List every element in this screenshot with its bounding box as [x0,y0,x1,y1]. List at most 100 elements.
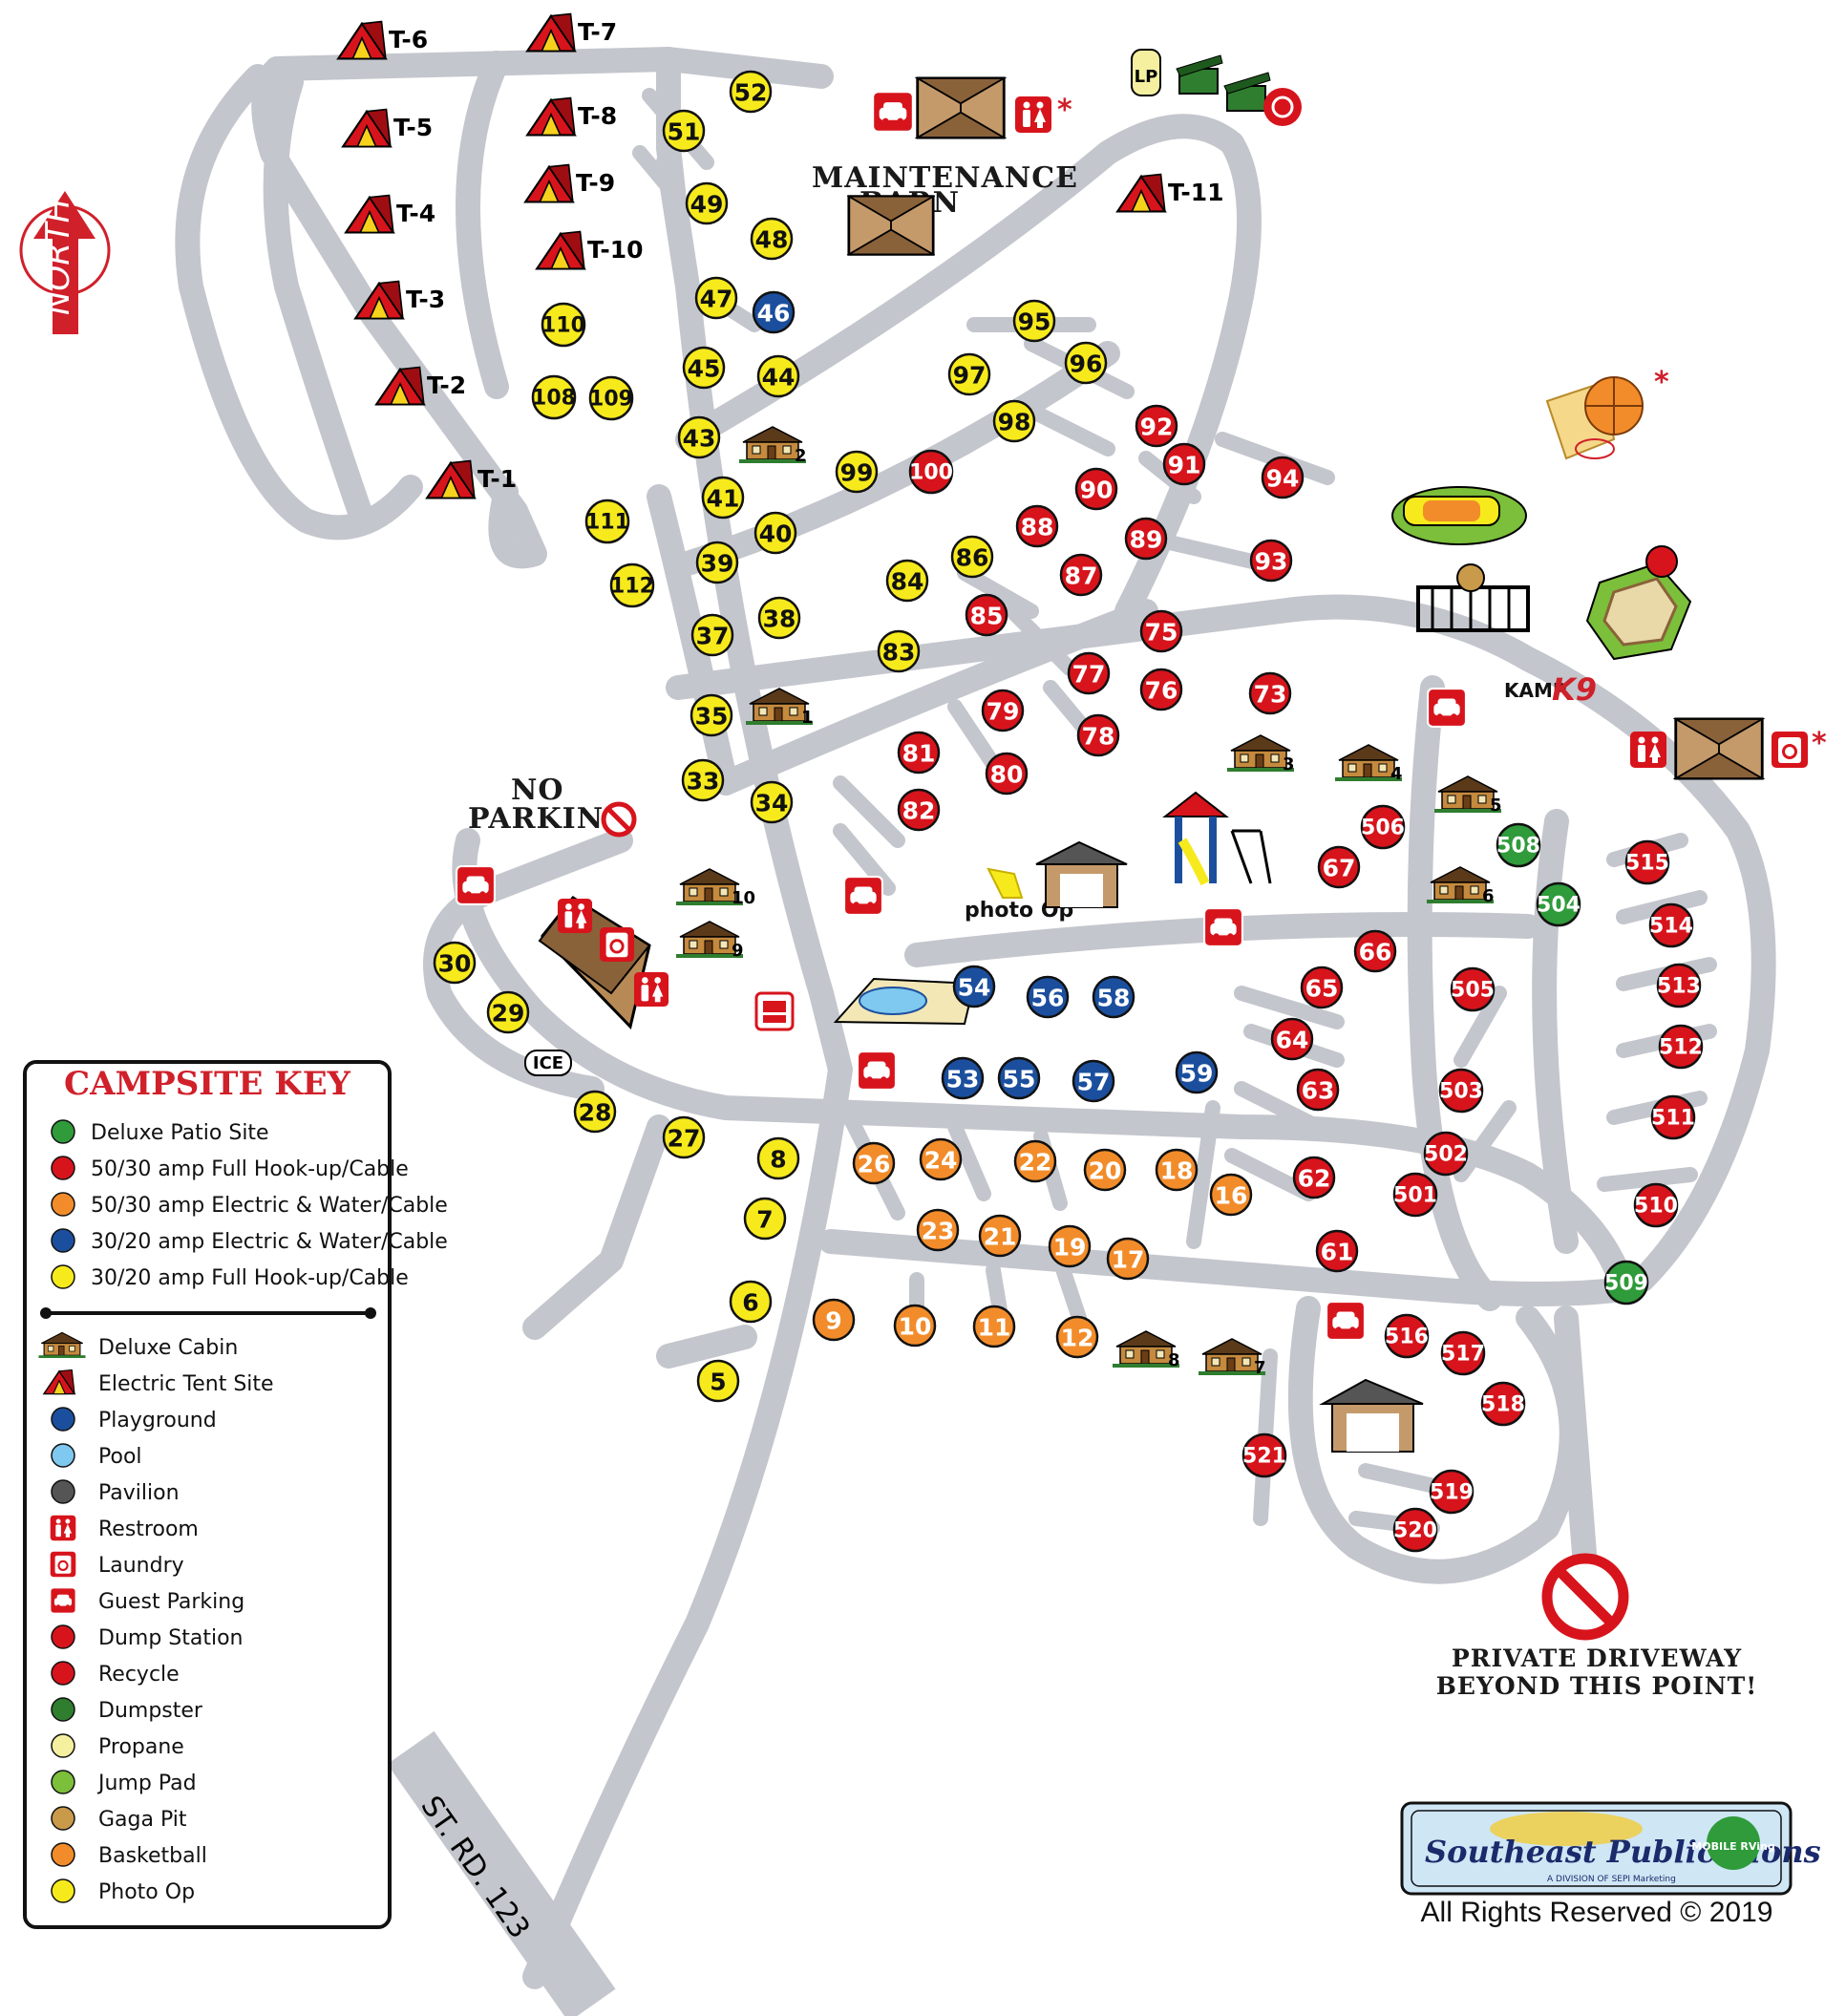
campsite-marker[interactable]: 49 [685,181,729,225]
campsite-marker[interactable]: 41 [701,476,745,520]
campsite-marker[interactable]: 9 [812,1298,856,1342]
campsite-marker[interactable]: 18 [1155,1148,1199,1192]
campsite-marker[interactable]: 11 [972,1305,1016,1348]
campsite-marker[interactable]: 46 [752,290,796,334]
cabin[interactable]: 3 [1227,734,1295,775]
campsite-marker[interactable]: 516 [1384,1313,1430,1359]
campsite-marker[interactable]: 80 [985,752,1029,796]
tent-site[interactable]: T-3 [354,280,445,320]
cabin[interactable]: 4 [1335,744,1403,784]
campsite-marker[interactable]: 90 [1074,467,1118,511]
campsite-marker[interactable]: 37 [690,613,734,657]
campsite-marker[interactable]: 22 [1013,1139,1057,1183]
cabin[interactable]: 5 [1434,775,1502,816]
campsite-marker[interactable]: 502 [1423,1131,1469,1177]
campsite-marker[interactable]: 111 [584,499,630,544]
cabin[interactable]: 10 [676,868,755,908]
campsite-marker[interactable]: 95 [1012,299,1056,343]
campsite-marker[interactable]: 64 [1270,1017,1314,1061]
campsite-marker[interactable]: 508 [1496,822,1541,868]
campsite-marker[interactable]: 16 [1209,1173,1253,1217]
tent-site[interactable]: T-10 [536,230,644,270]
campsite-marker[interactable]: 503 [1438,1068,1484,1114]
tent-site[interactable]: T-9 [524,163,615,203]
campsite-marker[interactable]: 112 [609,562,655,608]
cabin[interactable]: 6 [1427,866,1495,906]
campsite-marker[interactable]: 29 [486,990,530,1034]
campsite-marker[interactable]: 30 [433,941,477,985]
campsite-marker[interactable]: 56 [1026,975,1070,1019]
campsite-marker[interactable]: 53 [941,1056,985,1100]
campsite-marker[interactable]: 506 [1360,804,1406,850]
cabin[interactable]: 2 [739,426,807,466]
campsite-marker[interactable]: 59 [1175,1050,1219,1094]
campsite-marker[interactable]: 519 [1429,1469,1475,1515]
campsite-marker[interactable]: 78 [1076,713,1120,757]
campsite-marker[interactable]: 7 [743,1197,787,1241]
campsite-marker[interactable]: 67 [1317,845,1361,889]
campsite-marker[interactable]: 23 [916,1208,960,1252]
campsite-marker[interactable]: 65 [1300,966,1344,1009]
campsite-marker[interactable]: 63 [1296,1068,1340,1112]
campsite-marker[interactable]: 24 [919,1137,963,1181]
campsite-marker[interactable]: 51 [662,109,706,153]
campsite-marker[interactable]: 40 [753,511,797,555]
campsite-marker[interactable]: 48 [750,217,794,261]
campsite-marker[interactable]: 12 [1055,1315,1099,1359]
tent-site[interactable]: T-1 [426,459,517,499]
tent-site[interactable]: T-7 [526,12,617,53]
campsite-marker[interactable]: 88 [1015,504,1059,548]
campsite-marker[interactable]: 54 [952,965,996,1008]
cabin[interactable]: 8 [1113,1330,1180,1370]
campsite-marker[interactable]: 510 [1633,1182,1679,1228]
campsite-marker[interactable]: 6 [729,1280,773,1324]
cabin[interactable]: 9 [676,921,744,961]
campsite-marker[interactable]: 10 [893,1304,937,1348]
campsite-marker[interactable]: 110 [541,302,586,348]
campsite-marker[interactable]: 73 [1248,671,1292,715]
campsite-marker[interactable]: 8 [756,1136,800,1180]
campsite-marker[interactable]: 27 [662,1115,706,1159]
campsite-marker[interactable]: 82 [897,788,941,832]
campsite-marker[interactable]: 66 [1353,929,1397,973]
campsite-marker[interactable]: 55 [997,1056,1041,1100]
tent-site[interactable]: T-4 [345,194,435,234]
campsite-marker[interactable]: 517 [1440,1330,1486,1376]
campsite-marker[interactable]: 505 [1450,966,1496,1012]
tent-site[interactable]: T-11 [1116,173,1224,213]
campsite-marker[interactable]: 86 [950,535,994,579]
campsite-marker[interactable]: 96 [1064,341,1108,385]
tent-site[interactable]: T-6 [337,20,428,60]
campsite-marker[interactable]: 77 [1067,651,1111,695]
campsite-marker[interactable]: 19 [1048,1224,1092,1268]
campsite-marker[interactable]: 61 [1315,1229,1359,1273]
campsite-marker[interactable]: 75 [1139,609,1183,653]
campsite-marker[interactable]: 35 [690,693,733,737]
campsite-marker[interactable]: 109 [588,375,634,421]
campsite-marker[interactable]: 39 [695,541,739,584]
campsite-marker[interactable]: 97 [947,352,991,396]
campsite-marker[interactable]: 93 [1249,539,1293,583]
campsite-marker[interactable]: 84 [885,559,929,603]
campsite-marker[interactable]: 91 [1162,442,1206,486]
campsite-marker[interactable]: 521 [1241,1432,1287,1478]
campsite-marker[interactable]: 43 [677,415,721,459]
tent-site[interactable]: T-2 [375,366,466,406]
campsite-marker[interactable]: 26 [852,1141,896,1185]
campsite-marker[interactable]: 520 [1392,1507,1438,1553]
campsite-marker[interactable]: 47 [694,276,738,320]
campsite-marker[interactable]: 85 [965,593,1008,637]
campsite-marker[interactable]: 45 [682,346,726,390]
cabin[interactable]: 1 [746,688,814,728]
campsite-marker[interactable]: 76 [1139,668,1183,711]
campsite-marker[interactable]: 504 [1536,881,1581,927]
campsite-marker[interactable]: 518 [1480,1381,1526,1427]
campsite-marker[interactable]: 100 [908,449,954,495]
campsite-marker[interactable]: 512 [1658,1024,1704,1070]
cabin[interactable]: 7 [1199,1338,1266,1378]
campsite-marker[interactable]: 92 [1135,404,1178,448]
campsite-marker[interactable]: 98 [992,399,1036,443]
campsite-marker[interactable]: 44 [756,354,800,398]
campsite-marker[interactable]: 514 [1648,902,1694,948]
campsite-marker[interactable]: 57 [1072,1059,1115,1103]
